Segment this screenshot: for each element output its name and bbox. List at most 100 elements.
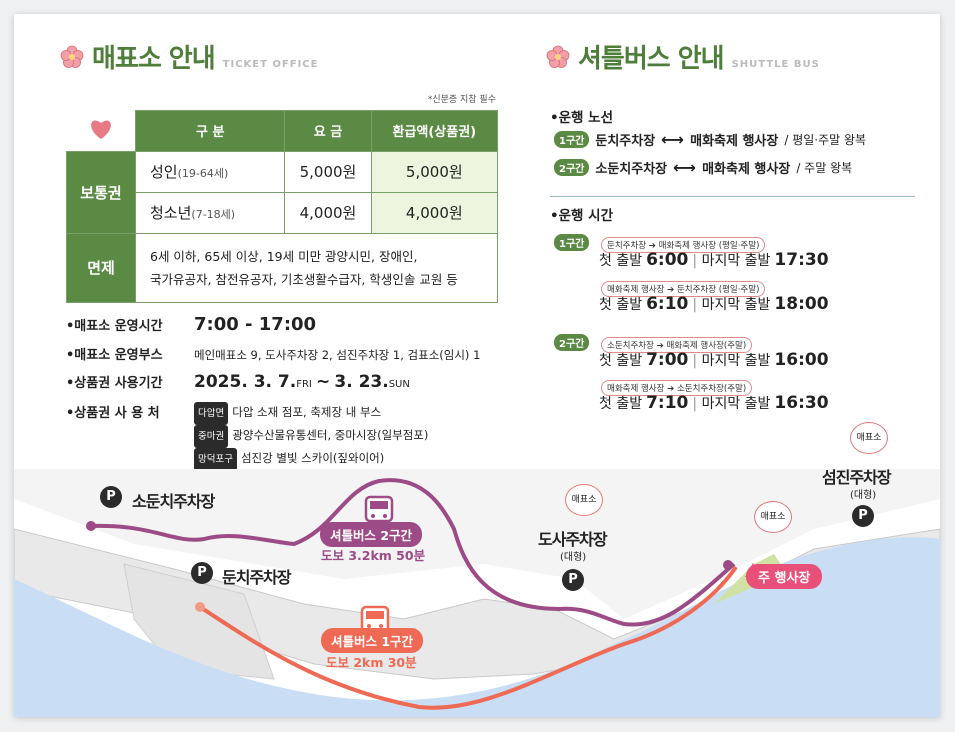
- parking-icon: P: [852, 505, 874, 527]
- shuttle-title: 셔틀버스 안내 SHUTTLE BUS: [546, 38, 820, 75]
- ticket-office-heading: 매표소 안내: [92, 44, 216, 74]
- voucher-period-value: 2025. 3. 7.FRI ~ 3. 23.SUN: [194, 372, 410, 392]
- schedule-badge: 1구간: [554, 232, 590, 251]
- row-age: (7-18세): [191, 208, 236, 221]
- schedule-direction: 매화축제 행사장 ➔ 소둔치주차장(주말): [601, 376, 753, 396]
- schedule-badge: 2구간: [554, 332, 590, 351]
- first-label: 첫 출발: [599, 396, 643, 412]
- double-arrow-icon: ⟷: [673, 158, 697, 177]
- parking-icon: P: [191, 562, 213, 584]
- ticket-office-bubble: 매표소: [565, 484, 603, 516]
- ticket-office-subheading: TICKET OFFICE: [222, 59, 319, 70]
- header-refund: 환급액(상품권): [370, 110, 499, 152]
- parking-icon: P: [562, 569, 584, 591]
- direction-pill: 소둔치주차장 ➔ 매화축제 행사장(주말): [601, 337, 753, 353]
- row-name: 성인(19-64세): [134, 150, 286, 193]
- first-label: 첫 출발: [599, 353, 643, 369]
- header-category: 구 분: [134, 110, 286, 152]
- route-badge: 1구간: [554, 131, 590, 148]
- route1-badge: 셔틀버스 1구간: [321, 628, 424, 653]
- main-venue-badge: 주 행사장: [746, 564, 823, 589]
- schedule-direction: 매화축제 행사장 ➔ 둔치주차장 (평일·주말): [601, 277, 766, 297]
- route-to: 매화축제 행사장: [702, 162, 791, 177]
- voucher-tag: 망덕포구: [194, 448, 237, 471]
- voucher-place: 다압 소재 점포, 축제장 내 부스: [232, 405, 382, 419]
- heart-cell: [66, 110, 136, 151]
- dosa-label: 도사주차장: [538, 530, 608, 549]
- heart-icon: [90, 120, 111, 139]
- schedule-badge-text: 1구간: [554, 234, 590, 251]
- group-exempt: 면제: [66, 232, 136, 303]
- id-required-note: *신분증 지참 필수: [427, 95, 496, 105]
- route2-badge: 셔틀버스 2구간: [320, 522, 423, 547]
- time-heading: •운행 시간: [550, 208, 614, 224]
- last-label: 마지막 출발: [701, 396, 771, 412]
- river: [14, 537, 940, 717]
- voucher-tag: 중마권: [194, 425, 229, 448]
- dosa-sub: (대형): [560, 552, 587, 563]
- route-to: 매화축제 행사장: [690, 134, 779, 149]
- direction-pill: 둔치주차장 ➔ 매화축제 행사장 (평일·주말): [601, 237, 766, 253]
- route-days: / 평일·주말 왕복: [784, 133, 867, 147]
- voucher-tag: 다압면: [194, 402, 229, 425]
- booths-label: •매표소 운영부스: [66, 348, 163, 363]
- period-end: 3. 23.: [334, 372, 389, 392]
- row-name: 청소년(7-18세): [134, 191, 286, 234]
- double-arrow-icon: ⟷: [661, 130, 685, 149]
- table-row: 보통권 성인(19-64세) 5,000원 5,000원: [66, 150, 499, 234]
- row-fee: 4,000원: [284, 191, 372, 234]
- flower-icon: [60, 45, 84, 68]
- sodunchi-label: 소둔치주차장: [132, 492, 215, 511]
- booths-value: 메인매표소 9, 도사주차장 2, 섬진주차장 1, 검표소(임시) 1: [194, 348, 481, 362]
- schedule-direction: 둔치주차장 ➔ 매화축제 행사장 (평일·주말): [601, 233, 766, 253]
- group-general: 보통권: [66, 150, 136, 234]
- route-item: 1구간 둔치주차장 ⟷ 매화축제 행사장 / 평일·주말 왕복: [554, 130, 866, 149]
- flower-icon: [546, 45, 570, 68]
- route1-start-dot: [195, 602, 205, 612]
- seomjin-sub: (대형): [850, 490, 877, 501]
- route-from: 소둔치주차장: [595, 162, 668, 177]
- route2-walk: 도보 3.2km 50분: [321, 548, 426, 563]
- guide-card: 매표소 안내 TICKET OFFICE *신분증 지참 필수 구 분 요 금 …: [14, 14, 940, 717]
- booths-row: •매표소 운영부스 메인매표소 9, 도사주차장 2, 섬진주차장 1, 검표소…: [66, 344, 480, 363]
- exempt-line: 국가유공자, 참전유공자, 기초생활수급자, 학생인솔 교원 등: [150, 271, 458, 287]
- route2-start-dot: [86, 521, 96, 531]
- table-row: 면제 6세 이하, 65세 이상, 19세 미만 광양시민, 장애인, 국가유공…: [66, 232, 498, 303]
- exempt-line: 6세 이하, 65세 이상, 19세 미만 광양시민, 장애인,: [150, 248, 418, 264]
- period-start-day: FRI: [296, 379, 312, 390]
- table-row: 청소년(7-18세) 4,000원 4,000원: [67, 191, 499, 234]
- voucher-period-row: •상품권 사용기간 2025. 3. 7.FRI ~ 3. 23.SUN: [66, 372, 410, 392]
- route-days: / 주말 왕복: [796, 161, 853, 175]
- first-time: 6:10: [646, 294, 689, 314]
- route-end-dot: [723, 560, 733, 570]
- shuttle-map: [14, 469, 940, 717]
- voucher-place: 섬진강 별빛 스카이(짚와이어): [240, 451, 385, 465]
- first-time: 7:10: [646, 393, 689, 413]
- schedule-direction: 소둔치주차장 ➔ 매화축제 행사장(주말): [601, 333, 753, 353]
- period-start: 2025. 3. 7.: [194, 372, 297, 392]
- bus-icon: [364, 495, 394, 523]
- route1-walk: 도보 2km 30분: [326, 655, 417, 670]
- office-hours-row: •매표소 운영시간 7:00 - 17:00: [66, 314, 316, 335]
- last-label: 마지막 출발: [701, 353, 771, 369]
- last-label: 마지막 출발: [701, 253, 771, 269]
- ticket-office-bubble: 매표소: [850, 422, 888, 454]
- office-hours-label: •매표소 운영시간: [66, 319, 163, 334]
- divider: [550, 196, 915, 197]
- first-time: 7:00: [646, 350, 689, 370]
- period-sep: ~: [315, 372, 331, 392]
- ticket-office-bubble: 매표소: [754, 501, 792, 533]
- route-heading: •운행 노선: [550, 110, 614, 126]
- row-refund: 5,000원: [370, 150, 499, 193]
- bus-icon: [360, 605, 390, 633]
- route1-line: [198, 565, 738, 710]
- row-name-text: 성인: [150, 163, 178, 181]
- shuttle-heading: 셔틀버스 안내: [578, 44, 725, 74]
- land-area: [14, 469, 940, 619]
